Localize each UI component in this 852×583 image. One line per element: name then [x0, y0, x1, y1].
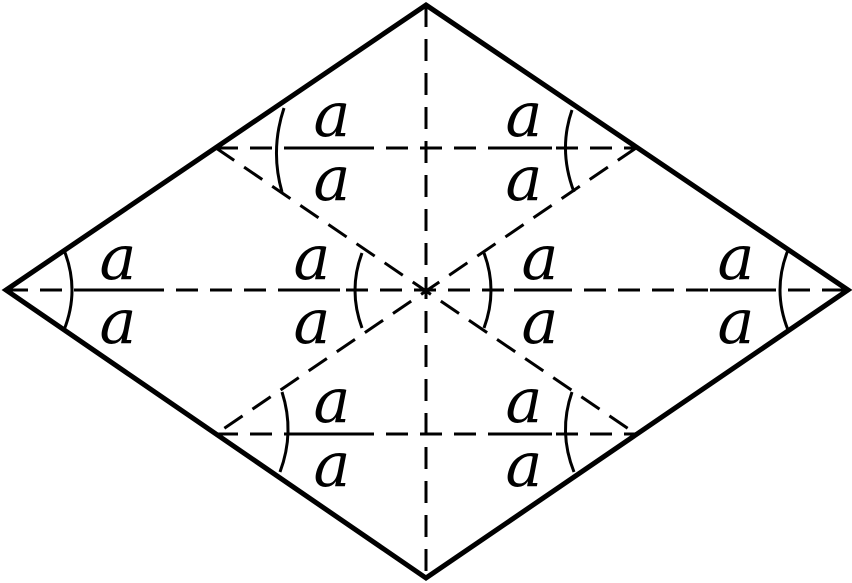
fraction-labels: a a a a a a a a a a a a a: [92, 78, 764, 501]
fraction-denominator: a: [100, 285, 137, 358]
angle-arc-center-right: [482, 252, 493, 329]
angle-arc-upper-right: [564, 109, 576, 193]
fraction-label-center-left: a a: [286, 221, 340, 358]
fraction-denominator: a: [314, 428, 351, 501]
fraction-numerator: a: [314, 364, 351, 437]
fraction-numerator: a: [506, 78, 543, 151]
angle-arc-left-vertex: [62, 249, 74, 331]
fraction-denominator: a: [314, 142, 351, 215]
fraction-label-left: a a: [92, 221, 146, 358]
fraction-denominator: a: [506, 428, 543, 501]
fraction-label-right: a a: [710, 221, 764, 358]
angle-arc-lower-left: [278, 391, 290, 473]
fraction-label-center-right: a a: [514, 221, 568, 358]
angle-arc-right-vertex: [778, 249, 790, 331]
fraction-numerator: a: [314, 78, 351, 151]
fraction-numerator: a: [100, 221, 137, 294]
fraction-denominator: a: [294, 285, 331, 358]
fraction-numerator: a: [718, 221, 755, 294]
angle-arc-upper-left: [275, 107, 286, 193]
fraction-label-lower-left: a a: [306, 364, 360, 501]
angle-arc-lower-right: [564, 391, 576, 473]
fraction-label-lower-right: a a: [498, 364, 552, 501]
fraction-numerator: a: [506, 364, 543, 437]
fraction-denominator: a: [506, 142, 543, 215]
fraction-numerator: a: [294, 221, 331, 294]
fraction-denominator: a: [522, 285, 559, 358]
angle-arcs: [62, 107, 790, 473]
fraction-label-upper-left: a a: [306, 78, 360, 215]
fraction-numerator: a: [522, 221, 559, 294]
fraction-label-upper-right: a a: [498, 78, 552, 215]
inner-diagonal-2: [215, 146, 637, 436]
fraction-denominator: a: [718, 285, 755, 358]
angle-arc-center-left: [353, 252, 364, 329]
